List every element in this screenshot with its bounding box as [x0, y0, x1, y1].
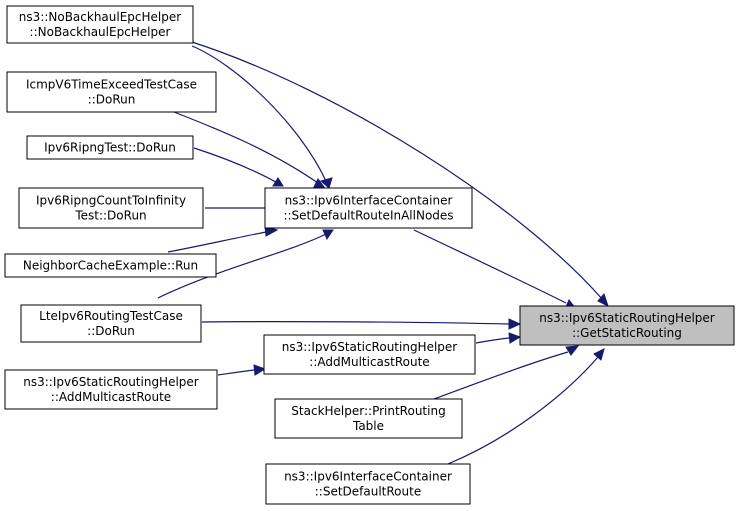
arrowhead-getstatic-setdef [593, 348, 605, 361]
node-label: ::GetStaticRouting [572, 326, 682, 340]
edges-layer [157, 41, 604, 465]
node-label: ns3::Ipv6StaticRoutingHelper [539, 311, 715, 325]
node-label: ::NoBackhaulEpcHelper [30, 25, 171, 39]
edge-nobackhaul-to-setdefall [191, 45, 327, 182]
node-label: StackHelper::PrintRouting [291, 404, 445, 418]
node-getstatic[interactable]: ns3::Ipv6StaticRoutingHelper::GetStaticR… [519, 305, 735, 346]
edge-addmcleft-to-addmcmid [217, 369, 255, 376]
node-label: ns3::Ipv6StaticRoutingHelper [282, 340, 458, 354]
node-lte[interactable]: LteIpv6RoutingTestCase::DoRun [20, 304, 202, 343]
edge-neighbor-to-setdefall [167, 231, 267, 253]
arrowhead-setdefall-ripng [272, 177, 284, 187]
node-label: ::DoRun [87, 324, 135, 338]
node-label: NeighborCacheExample::Run [23, 259, 198, 273]
node-label: ::SetDefaultRouteInAllNodes [283, 209, 453, 223]
arrowhead-getstatic-lte [508, 318, 522, 330]
node-box [263, 334, 476, 375]
arrowhead-addmcmid [253, 364, 267, 376]
nodes-layer: ns3::NoBackhaulEpcHelper::NoBackhaulEpcH… [4, 5, 735, 505]
node-label: ::AddMulticastRoute [51, 390, 171, 404]
edge-icmpv6-to-setdefall [173, 111, 319, 184]
edge-nobackhaul-to-getstatic [191, 41, 604, 301]
node-label: ns3::Ipv6StaticRoutingHelper [23, 375, 199, 389]
node-box [20, 304, 202, 343]
node-label: ns3::Ipv6InterfaceContainer [285, 194, 453, 208]
edge-stackhelper-to-getstatic [433, 351, 569, 400]
node-label: Test::DoRun [74, 209, 146, 223]
node-neighbor[interactable]: NeighborCacheExample::Run [4, 253, 217, 278]
node-label: Ipv6RipngCountToInfinity [36, 194, 186, 208]
node-setdefall[interactable]: ns3::Ipv6InterfaceContainer::SetDefaultR… [264, 187, 473, 229]
arrowhead-getstatic-stackhelper [565, 345, 580, 356]
arrowhead-getstatic-top [597, 293, 609, 307]
node-label: Table [352, 419, 384, 433]
node-ripng[interactable]: Ipv6RipngTest::DoRun [26, 135, 194, 160]
node-label: ::DoRun [88, 93, 136, 107]
node-box [6, 5, 194, 44]
node-box [265, 463, 471, 505]
node-box [18, 187, 204, 229]
node-box [4, 253, 217, 278]
node-addmc-mid[interactable]: ns3::Ipv6StaticRoutingHelper::AddMultica… [263, 334, 476, 375]
node-label: ns3::Ipv6InterfaceContainer [284, 470, 452, 484]
node-box [6, 71, 217, 113]
node-box [264, 187, 473, 229]
arrowhead-setdefall-lte [322, 229, 334, 241]
node-label: ns3::NoBackhaulEpcHelper [19, 10, 181, 24]
edge-setdef-to-getstatic [447, 356, 599, 465]
node-label: LteIpv6RoutingTestCase [39, 309, 183, 323]
node-label: IcmpV6TimeExceedTestCase [26, 78, 197, 92]
arrowhead-getstatic-addmc [508, 332, 522, 344]
node-addmc-left[interactable]: ns3::Ipv6StaticRoutingHelper::AddMultica… [4, 369, 218, 410]
arrowhead-setdefall-top [319, 177, 333, 189]
node-box [4, 369, 218, 410]
edge-addmcmid-to-getstatic [475, 337, 510, 344]
node-box [519, 305, 735, 346]
edge-setdefall-to-getstatic [413, 229, 567, 304]
node-nobackhaul[interactable]: ns3::NoBackhaulEpcHelper::NoBackhaulEpcH… [6, 5, 194, 44]
node-setdef[interactable]: ns3::Ipv6InterfaceContainer::SetDefaultR… [265, 463, 471, 505]
edge-lte-to-setdefall [157, 233, 327, 299]
arrowhead-setdefall-icmp [313, 178, 325, 188]
node-icmpv6[interactable]: IcmpV6TimeExceedTestCase::DoRun [6, 71, 217, 113]
node-box [274, 398, 463, 439]
edge-lte-to-getstatic [201, 321, 510, 325]
node-label: ::SetDefaultRoute [315, 485, 421, 499]
edge-ripng-to-setdefall [193, 147, 277, 183]
node-box [26, 135, 194, 160]
node-label: Ipv6RipngTest::DoRun [44, 141, 176, 155]
node-label: ::AddMulticastRoute [309, 355, 429, 369]
